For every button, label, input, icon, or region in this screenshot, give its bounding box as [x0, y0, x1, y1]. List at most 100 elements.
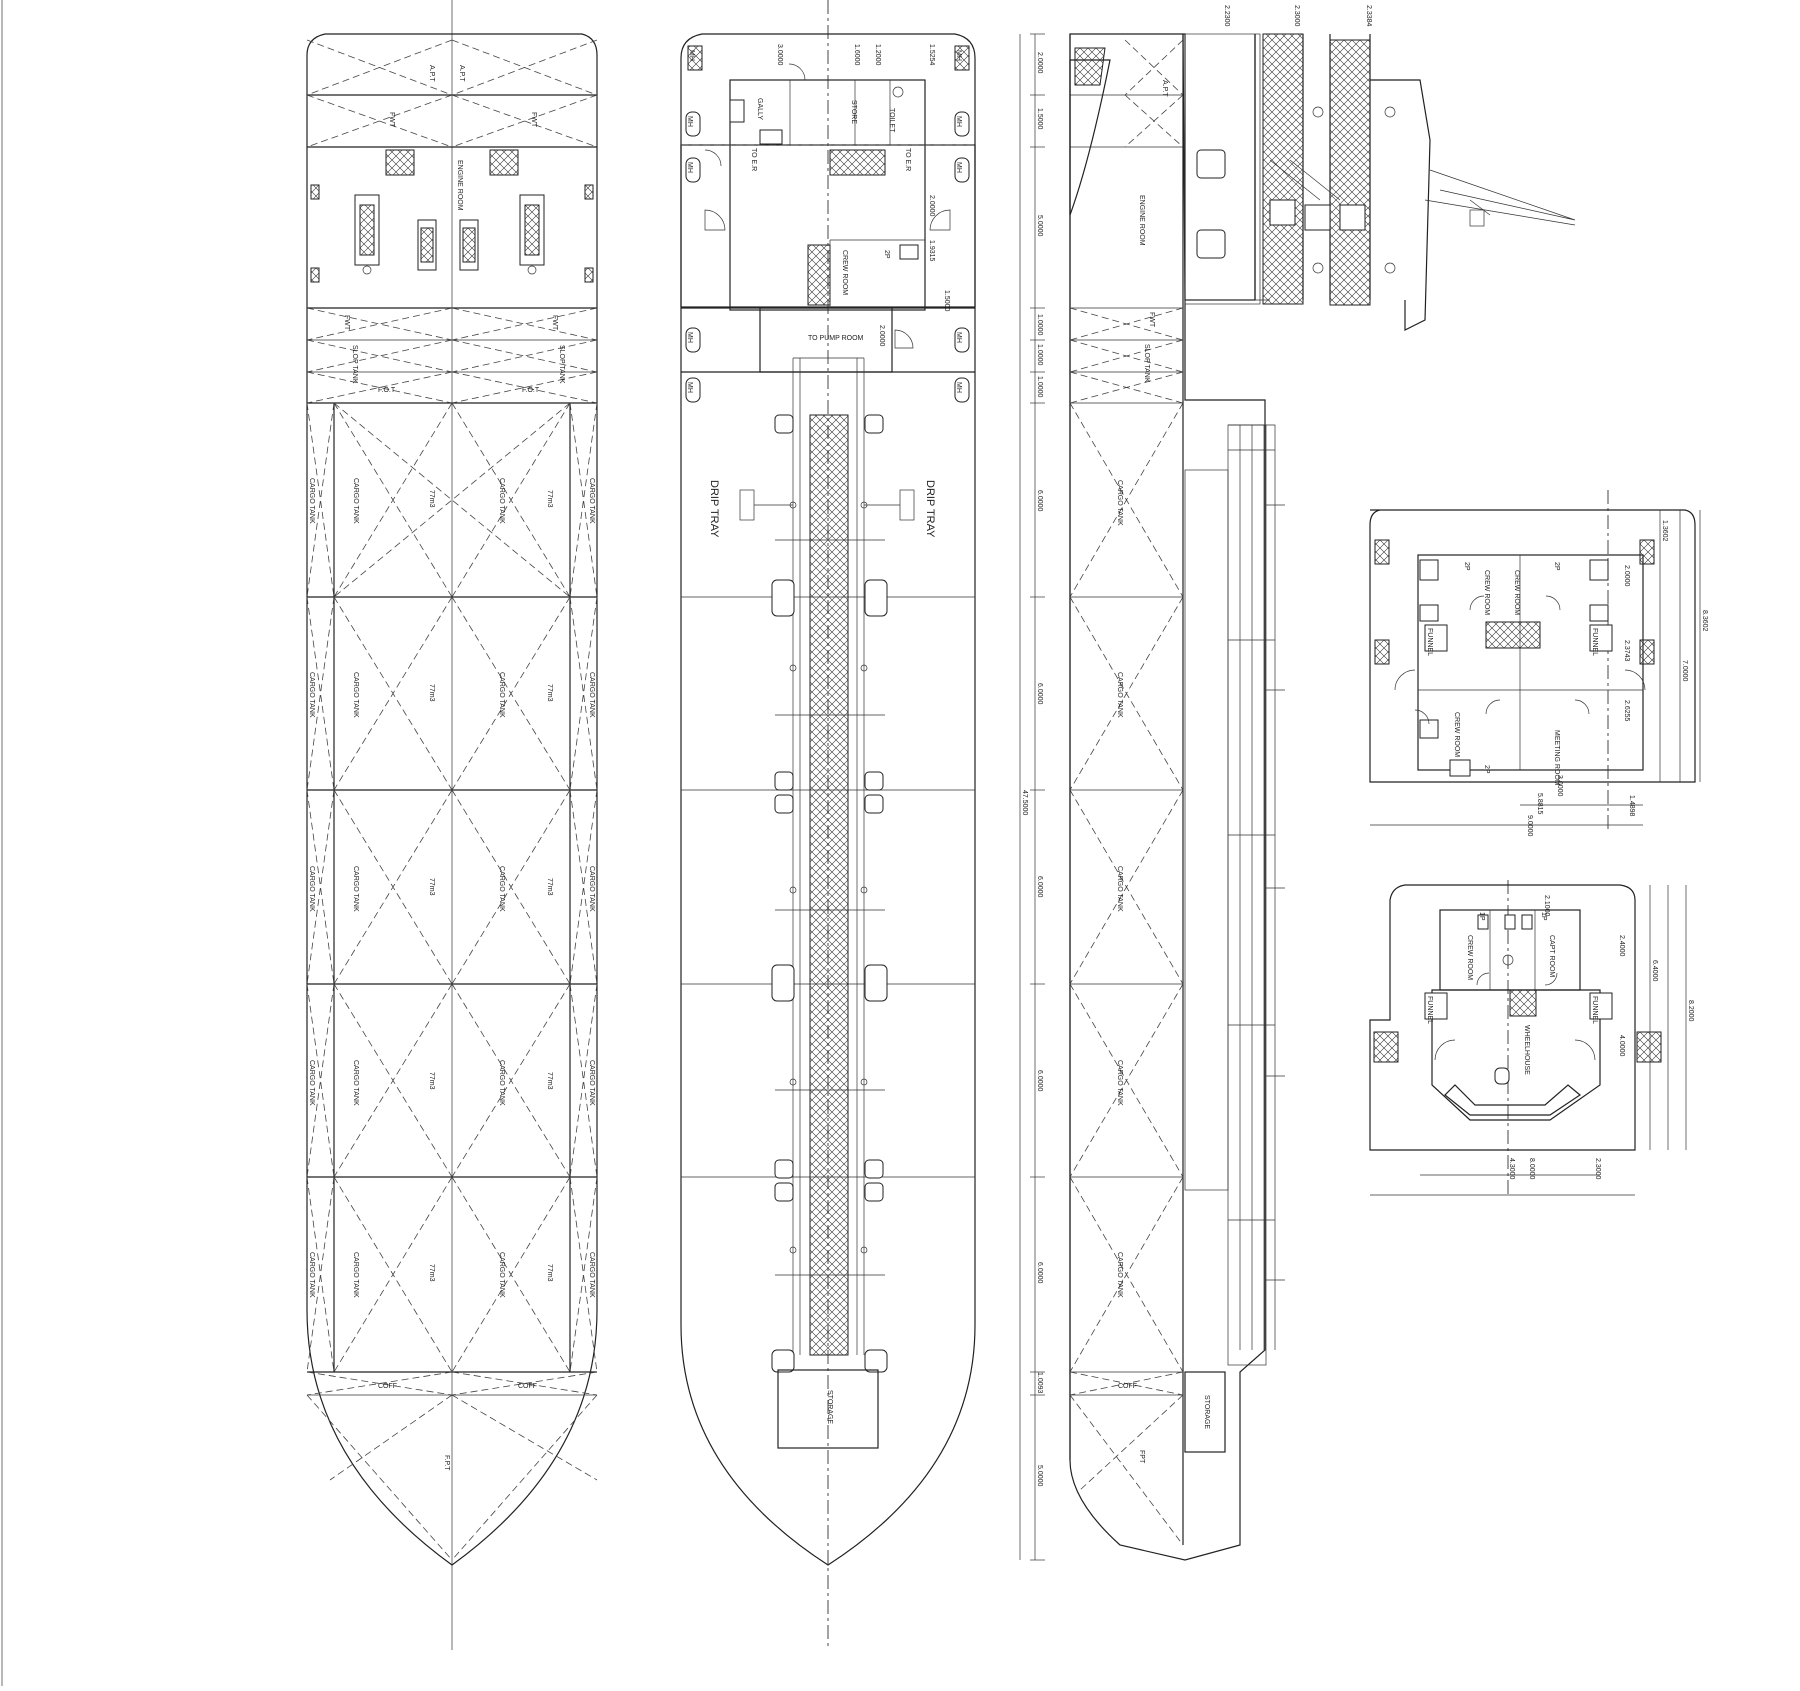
bunk-icon [899, 244, 919, 260]
porthole-icon [1384, 262, 1396, 274]
crew-room-label: CREW ROOM [841, 250, 848, 295]
two-p-label: 2P [1553, 562, 1560, 571]
svg-text:1.0000: 1.0000 [1036, 376, 1043, 398]
stair-icon [1485, 621, 1541, 649]
bunk-icon [1504, 914, 1516, 930]
door-arc [1624, 669, 1646, 691]
generator-starboard-icon [459, 219, 479, 271]
stair-icon [1509, 989, 1537, 1017]
dim-label: 2.3384 [1365, 5, 1372, 27]
cargo-tank-label: CARGO TANK [1116, 480, 1123, 526]
svg-text:1.0000: 1.0000 [1036, 314, 1043, 336]
wheelhouse-outline [1431, 989, 1601, 1121]
window-icon [1196, 149, 1226, 179]
svg-text:5.0000: 5.0000 [1036, 215, 1043, 237]
window-icon [1196, 229, 1226, 259]
cargo-tank-label: CARGO TANK [498, 866, 505, 912]
cargo-tank-label: CARGO TANK [588, 866, 595, 912]
dim-label: 4.0000 [1618, 1035, 1625, 1057]
wheelhouse-console [1444, 1084, 1582, 1116]
funnel-label: FUNNEL [1591, 628, 1598, 656]
one-p-label: 1P [1540, 912, 1547, 921]
two-p-label: 2P [883, 250, 890, 259]
tank-hatches [771, 414, 888, 1373]
upper-deckhouse-outline [1417, 554, 1644, 771]
bunk-icon [1419, 719, 1439, 739]
dim-label: 2.6255 [1623, 700, 1630, 722]
funnel-icon [1424, 992, 1448, 1020]
funnel-icon [1424, 624, 1448, 652]
storage-label: STORAGE [826, 1390, 833, 1424]
meeting-room-label: MEETING ROOM [1553, 730, 1560, 786]
volume-label: 77m3 [428, 878, 435, 896]
dim-label: 1.3602 [1661, 520, 1668, 542]
toilet-icon [892, 86, 904, 98]
svg-text:MH: MH [686, 382, 693, 393]
apt-label: A.P.T [428, 65, 435, 82]
dim-label: 1.2000 [874, 44, 881, 66]
slop-tank-label: SLOP TANK [558, 345, 565, 384]
main-engine-starboard-icon [519, 194, 545, 275]
svg-text:MH: MH [686, 162, 693, 173]
dim-label: 4.3000 [1508, 1158, 1515, 1180]
svg-text:MH: MH [955, 332, 962, 343]
galley-label: GALLY [756, 98, 763, 120]
volume-label: 77m3 [428, 684, 435, 702]
coff-label: COFF [378, 1383, 397, 1390]
dim-label: 6.4000 [1651, 960, 1658, 982]
cargo-tank-label: CARGO TANK [308, 866, 315, 912]
dim-label: 3.0000 [776, 44, 783, 66]
dim-label: 8.2000 [1687, 1000, 1694, 1022]
bunk-icon [1589, 604, 1609, 622]
cargo-tank-label: CARGO TANK [1116, 866, 1123, 912]
volume-label: 77m3 [428, 490, 435, 508]
pump-icon [310, 184, 320, 200]
door-arc [894, 329, 914, 349]
cargo-tank-labels: CARGO TANK CARGO TANK CARGO TANK CARGO T… [308, 478, 595, 1298]
overall-length-label: 47.5000 [1021, 790, 1028, 815]
fwt-label: FWT [551, 315, 558, 331]
pump-room-outline [759, 307, 893, 373]
mast-light-icon [1469, 209, 1485, 227]
svg-text:6.0000: 6.0000 [1036, 876, 1043, 898]
cargo-tank-label: CARGO TANK [352, 1252, 359, 1298]
deck-valves [775, 501, 885, 1276]
ladder-icon [385, 149, 415, 176]
cargo-tank-label: CARGO TANK [1116, 1252, 1123, 1298]
porthole-icon [1312, 262, 1324, 274]
dim-label: 2.0000 [878, 325, 885, 347]
storage-box [1184, 1371, 1226, 1453]
door-arc [704, 209, 726, 231]
dim-label: 7.0000 [1681, 660, 1688, 682]
bunk-icon [1477, 914, 1489, 930]
cargo-tank-label: CARGO TANK [588, 478, 595, 524]
sink-icon [759, 129, 783, 145]
galley-stove-icon [729, 99, 745, 123]
door-arc [1414, 709, 1430, 725]
svg-text:MH: MH [686, 116, 693, 127]
cargo-tank-label: CARGO TANK [588, 672, 595, 718]
pump-icon [584, 184, 594, 200]
door-arc [1476, 972, 1490, 986]
svg-text:6.0000: 6.0000 [1036, 490, 1043, 512]
cargo-tank-label: CARGO TANK [588, 1252, 595, 1298]
door-arc [929, 209, 951, 231]
volume-label: 77m3 [546, 878, 553, 896]
to-er-label: TO E.R [904, 148, 911, 171]
rudder-outline [1069, 59, 1111, 216]
svg-text:MH: MH [955, 162, 962, 173]
svg-text:1.5000: 1.5000 [1036, 108, 1043, 130]
manhole-icon [1639, 639, 1655, 665]
profile-dim-ticks [1030, 33, 1045, 1561]
svg-text:6.0000: 6.0000 [1036, 1070, 1043, 1092]
cargo-tank-label: CARGO TANK [352, 672, 359, 718]
mast-icon [1429, 169, 1576, 221]
storage-label: STORAGE [1203, 1395, 1210, 1429]
dim-label: 9.0000 [1526, 815, 1533, 837]
dim-label: 2.3743 [1623, 640, 1630, 662]
mh-labels: MH MH MH MH MH MH MH MH MH MH [686, 50, 962, 393]
toilet-icon [1502, 954, 1514, 966]
door-arc [1544, 972, 1558, 986]
window-icon [1304, 204, 1331, 231]
